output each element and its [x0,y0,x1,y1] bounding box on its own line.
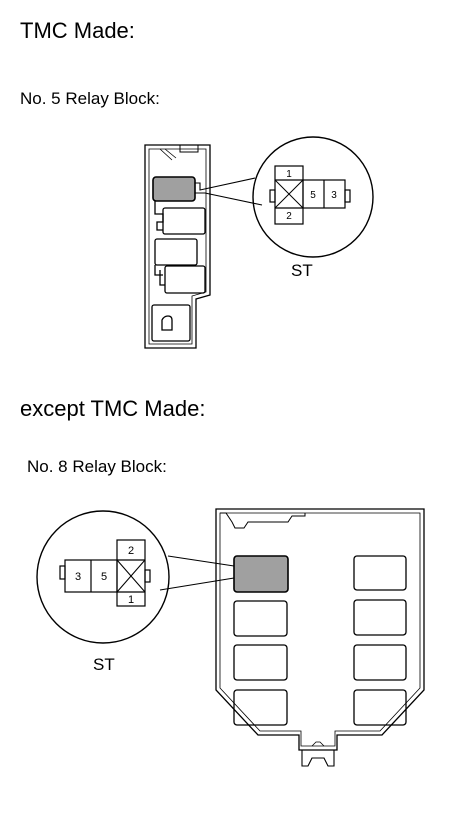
callout-leader-top [195,177,256,191]
relay-block-8: 3 5 2 1 [36,508,425,767]
relay-socket-l2 [233,600,288,637]
section2-block-title: No. 8 Relay Block: [27,457,167,476]
callout-leader-bottom-2 [159,577,235,591]
section1-heading: TMC Made: [20,18,135,43]
relay-block-5-housing [144,144,211,349]
callout-leader-top-2 [167,555,235,567]
pin-5-b: 5 [101,571,107,583]
callout-leader-bottom [195,192,263,206]
relay-socket-l3 [233,644,288,681]
relay-block-8-housing [215,508,425,767]
connector-lock-right [344,189,351,203]
st-connector-callout-circle [252,136,374,258]
fuse-holder [151,304,191,342]
pin-3-b: 3 [75,571,81,583]
connector2-lock-right [144,569,151,583]
pin-2-b: 2 [128,545,134,557]
section2-heading: except TMC Made: [20,396,206,421]
relay-socket-lower [159,265,206,294]
connector-lock-left [269,189,276,203]
section1-connector-label: ST [291,261,313,280]
pin-5: 5 [310,190,316,201]
relay-socket-l4 [233,689,288,726]
relay-socket-r4 [353,689,407,726]
connector2-lock-left [59,565,66,580]
st-relay-highlight [152,176,196,202]
relay-socket-r1 [353,555,407,591]
st-connector-2 [59,539,151,607]
pin-2: 2 [286,211,292,222]
section1-block-title: No. 5 Relay Block: [20,89,160,108]
relay-socket-middle [154,238,198,276]
st-connector-callout-circle-2 [36,510,170,644]
relay-socket-upper [154,201,206,235]
relay-block-5: 1 2 5 3 [144,136,374,349]
relay-socket-r2 [353,599,407,636]
pin-1: 1 [286,169,292,180]
pin-3: 3 [331,190,337,201]
st-relay-highlight-2 [233,555,289,593]
pin-1-b: 1 [128,594,134,606]
section2-connector-label: ST [93,655,115,674]
st-connector-1 [269,165,351,225]
relay-socket-r3 [353,644,407,681]
